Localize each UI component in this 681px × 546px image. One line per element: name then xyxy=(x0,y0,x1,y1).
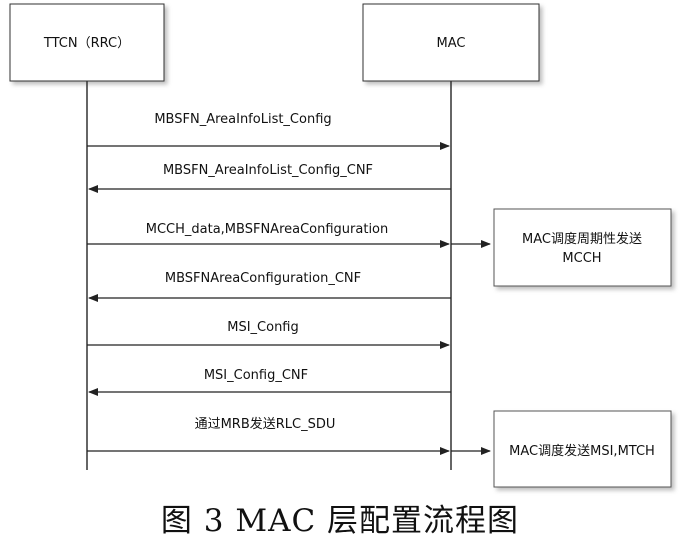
note-line: MAC调度周期性发送 xyxy=(522,231,642,247)
message-label: 通过MRB发送RLC_SDU xyxy=(195,416,336,432)
note-mcch: MAC调度周期性发送 MCCH xyxy=(493,208,672,287)
message-label: MBSFN_AreaInfoList_Config_CNF xyxy=(163,163,373,178)
message-6: MSI_Config_CNF xyxy=(88,368,451,396)
note-line: MAC调度发送MSI,MTCH xyxy=(509,443,655,459)
message-3: MCCH_data,MBSFNAreaConfiguration xyxy=(87,222,491,248)
message-4: MBSFNAreaConfiguration_CNF xyxy=(88,271,451,302)
participant-ttcn: TTCN（RRC） xyxy=(9,3,165,82)
message-5: MSI_Config xyxy=(87,320,450,349)
message-2: MBSFN_AreaInfoList_Config_CNF xyxy=(88,163,451,193)
note-msi-mtch: MAC调度发送MSI,MTCH xyxy=(493,410,672,488)
message-label: MCCH_data,MBSFNAreaConfiguration xyxy=(146,222,389,237)
message-label: MBSFN_AreaInfoList_Config xyxy=(154,112,331,127)
participant-mac-label: MAC xyxy=(437,36,466,51)
message-label: MBSFNAreaConfiguration_CNF xyxy=(165,271,361,286)
message-1: MBSFN_AreaInfoList_Config xyxy=(87,112,450,150)
note-line: MCCH xyxy=(562,251,601,266)
message-label: MSI_Config xyxy=(227,320,299,335)
participant-ttcn-label: TTCN（RRC） xyxy=(43,36,130,51)
figure-caption: 图 3 MAC 层配置流程图 xyxy=(161,503,519,539)
message-label: MSI_Config_CNF xyxy=(204,368,308,383)
message-7: 通过MRB发送RLC_SDU xyxy=(87,416,491,455)
participant-mac: MAC xyxy=(362,3,540,82)
